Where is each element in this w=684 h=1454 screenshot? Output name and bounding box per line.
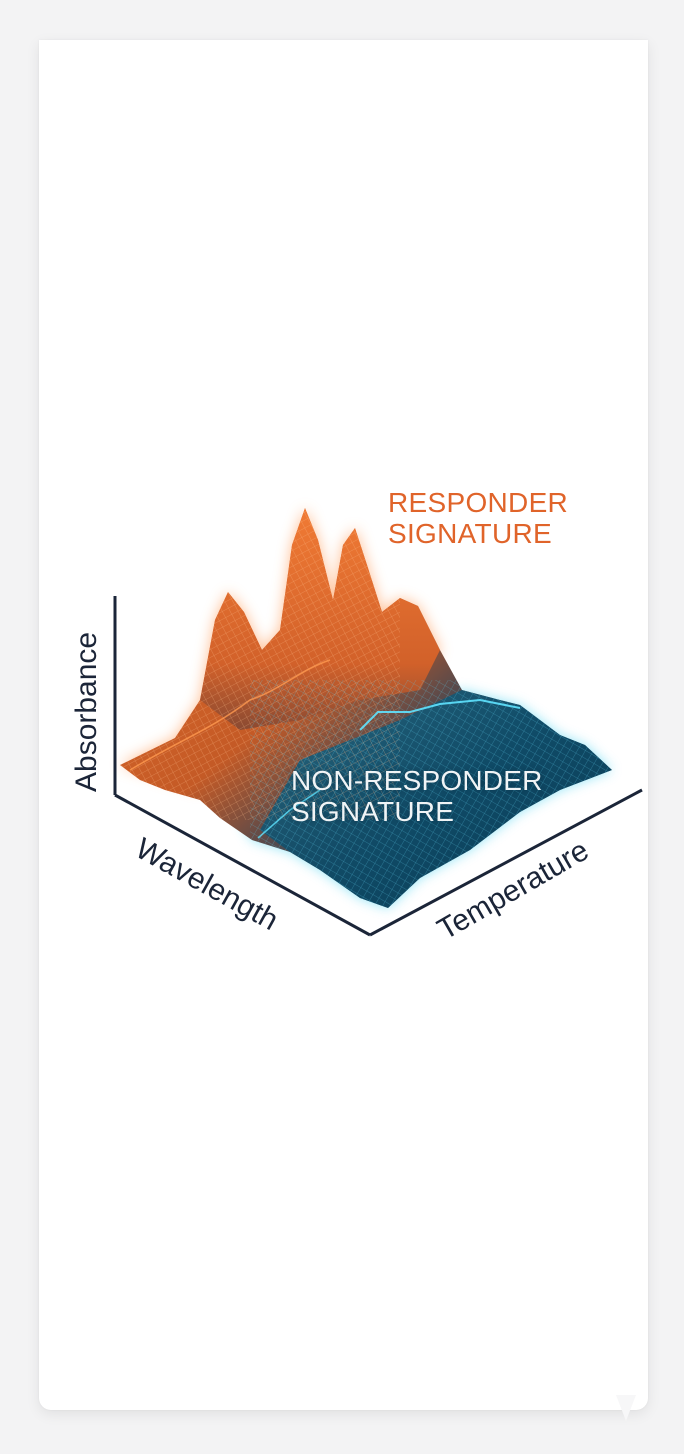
nonresponder-label-line2: SIGNATURE <box>291 796 455 828</box>
axes <box>113 596 643 937</box>
nonresponder-label-line1: NON-RESPONDER <box>291 765 543 796</box>
wavelength-axis-line <box>114 793 371 937</box>
absorbance-axis-label: Absorbance <box>70 631 103 792</box>
card-tail-decoration <box>616 1395 636 1421</box>
temperature-axis-line <box>369 788 643 937</box>
responder-label-line2: SIGNATURE <box>388 518 552 550</box>
responder-signature-label: RESPONDER SIGNATURE <box>388 487 568 550</box>
nonresponder-signature-label: NON-RESPONDER SIGNATURE <box>291 765 543 828</box>
responder-label-line1: RESPONDER <box>388 487 569 518</box>
